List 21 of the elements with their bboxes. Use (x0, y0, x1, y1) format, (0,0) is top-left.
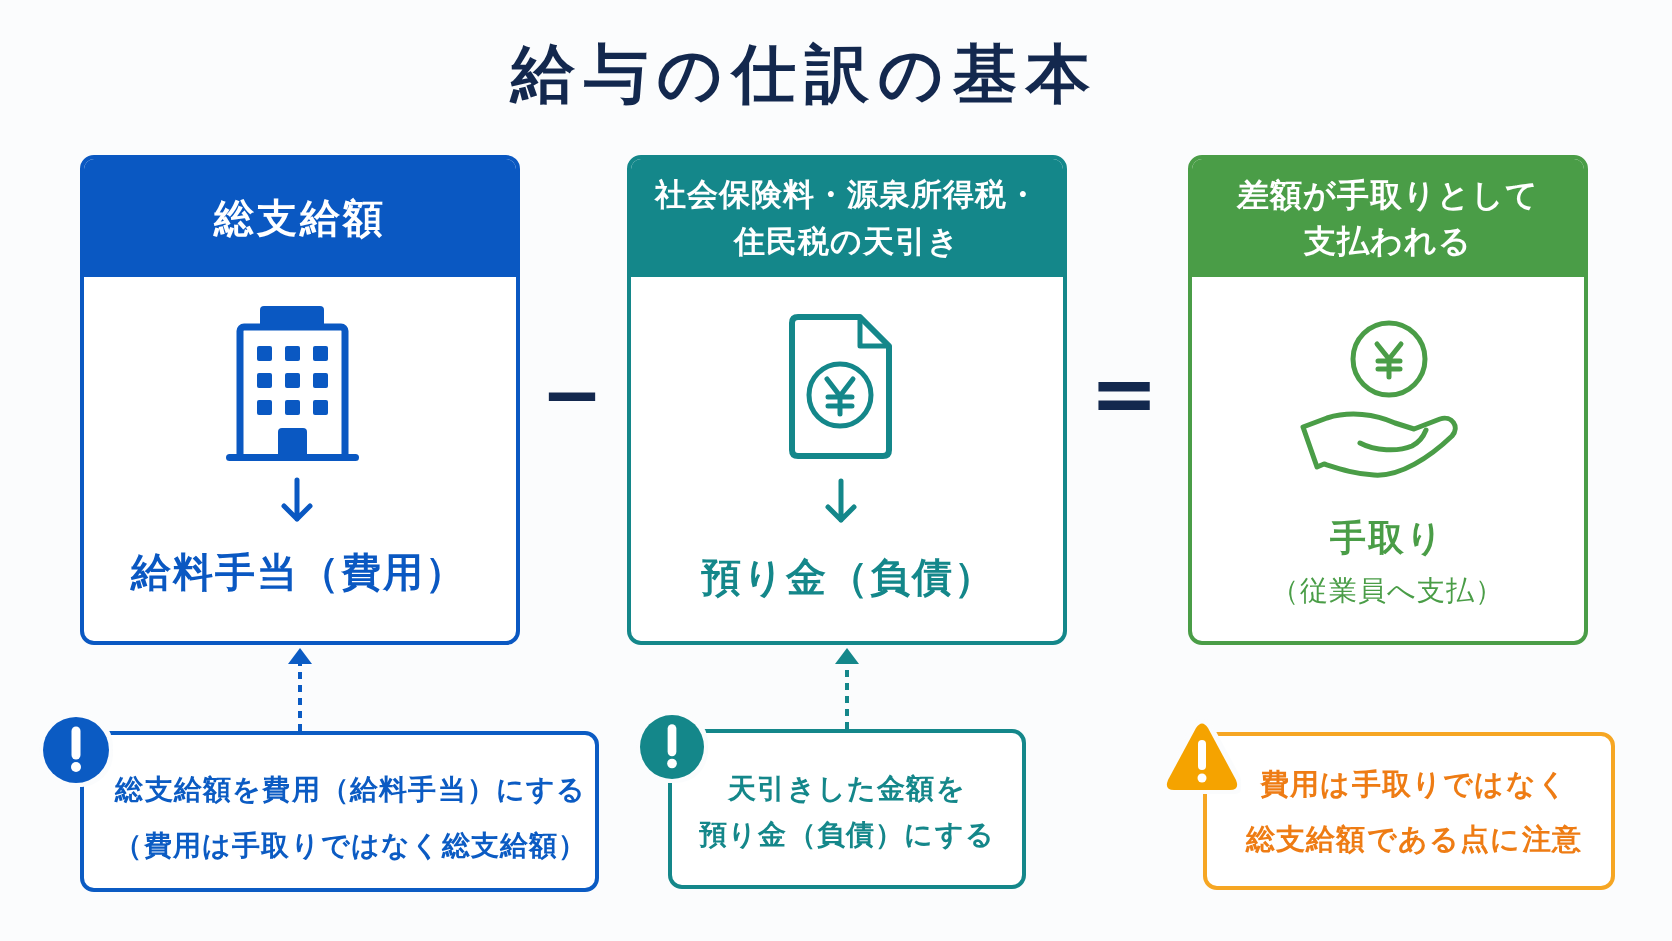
box-label: 預り金（負債） (700, 553, 996, 602)
note-text: 総支給額を費用（給料手当）にする（費用は手取りではなく総支給額） (114, 772, 588, 864)
box-label: 給料手当（費用） (131, 548, 467, 597)
note-text: 費用は手取りではなく総支給額である点に注意 (1245, 765, 1583, 858)
note-box (668, 729, 1026, 889)
category-box (80, 155, 520, 645)
note-box (80, 731, 599, 892)
dotted-arrow (835, 648, 859, 729)
note-text: 天引きした金額を預り金（負債）にする (699, 771, 995, 853)
category-box (627, 155, 1067, 645)
minus-sign: − (541, 357, 603, 431)
box-heading: 社会保険料・源泉所得税・住民税の天引き (631, 159, 1063, 277)
box-heading: 総支給額 (84, 159, 516, 277)
box-heading: 差額が手取りとして支払われる (1192, 159, 1584, 277)
title: 給与の仕訳の基本 (508, 36, 1100, 113)
sub-label: （従業員へ支払） (1270, 572, 1504, 608)
equals-sign: = (1089, 353, 1159, 435)
category-box (1188, 155, 1588, 645)
dotted-arrow (288, 648, 312, 731)
box-label: 手取り (1329, 515, 1445, 560)
note-box (1203, 732, 1615, 890)
